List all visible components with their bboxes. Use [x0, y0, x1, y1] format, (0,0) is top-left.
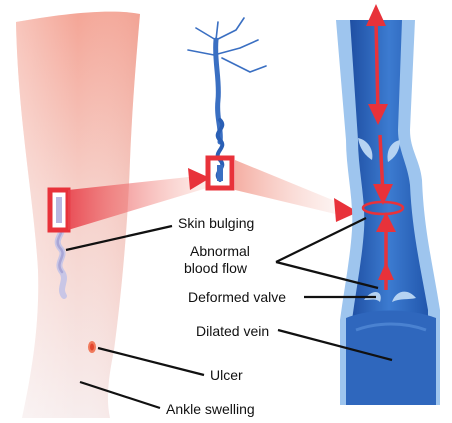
vein-tree-branches	[188, 18, 266, 72]
leader-ulcer	[98, 348, 204, 375]
label-ulcer: Ulcer	[210, 367, 243, 383]
flow-shaft-upper	[376, 20, 378, 115]
vein-highlight-inner	[217, 165, 223, 181]
ulcer-mark-core	[90, 344, 94, 351]
flow-arrowhead-top	[366, 4, 386, 26]
vein-tree	[188, 18, 266, 188]
leg-highlight-vein	[56, 197, 62, 223]
label-abnormal-line2: blood flow	[184, 260, 248, 276]
label-abnormal-line1: Abnormal	[190, 243, 250, 259]
zoom-beam-vein-to-section	[235, 160, 352, 218]
label-deformed-valve: Deformed valve	[188, 289, 286, 305]
labels: Skin bulging Abnormal blood flow Deforme…	[166, 215, 286, 417]
label-ankle-swelling: Ankle swelling	[166, 401, 255, 417]
label-skin-bulging: Skin bulging	[178, 215, 254, 231]
label-dilated-vein: Dilated vein	[196, 323, 269, 339]
vein-cross-section	[336, 4, 440, 405]
